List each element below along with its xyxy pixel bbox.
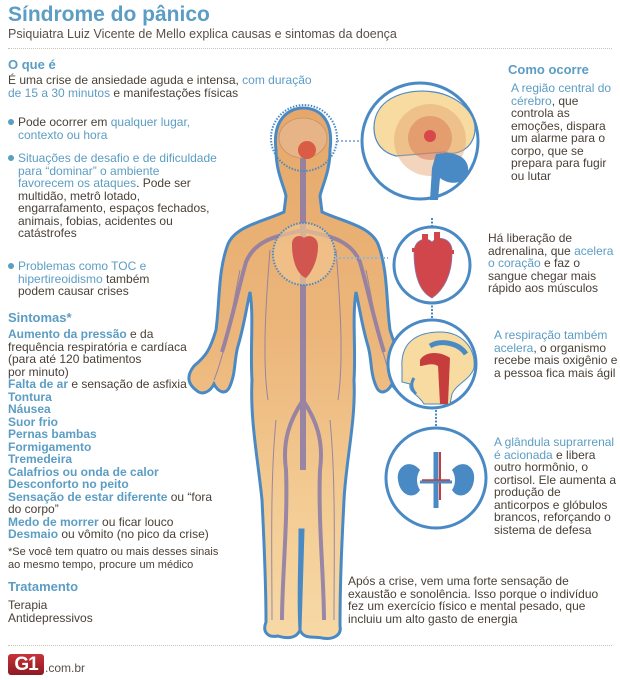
intro-highlight: com duração xyxy=(242,73,312,87)
symptom-highlight: Formigamento xyxy=(8,439,92,454)
note-line: ao mesmo tempo, procure um médico xyxy=(8,558,194,571)
step-highlight: A respiração também acelera xyxy=(494,328,608,355)
step-text: e libera outro hormônio, o cortisol. Ele… xyxy=(494,447,617,537)
intro-text: É uma crise de ansiedade aguda e intensa… xyxy=(8,73,243,87)
symptom-highlight: Calafrios ou onda de calor xyxy=(8,464,159,479)
symptom-highlight: Desconforto no peito xyxy=(8,477,129,491)
symptom-text: do corpo” xyxy=(8,502,59,516)
small-heart-icon xyxy=(292,236,318,278)
symptom-text: (para até 120 batimentos xyxy=(8,352,142,366)
symptom-item: Náusea xyxy=(8,403,223,416)
after-crisis-text: Após a crise, vem uma forte sensação de … xyxy=(348,574,599,626)
bullet-dot-icon xyxy=(8,263,14,269)
page-title: Síndrome do pânico xyxy=(8,3,210,26)
symptom-text: ou “fora xyxy=(167,489,213,504)
symptom-item: Pernas bambas xyxy=(8,428,223,441)
symptom-highlight: Suor frio xyxy=(8,414,58,429)
symptom-item: Medo de morrer ou ficar louco xyxy=(8,514,223,529)
symptom-text: ou vômito (no pico da crise) xyxy=(58,527,209,541)
step-brain-text: A região central do cérebro, que control… xyxy=(511,82,619,182)
step-text: , o organismo recebe mais oxigênio e a p… xyxy=(494,340,618,380)
header-divider xyxy=(8,48,612,49)
symptom-item: por minuto) xyxy=(8,364,223,379)
section-heading-como-ocorre: Como ocorre xyxy=(508,62,589,77)
bullet-highlight: Situações de desafio e de dificuldade pa… xyxy=(18,151,217,190)
g1-logo[interactable]: G1 .com.br xyxy=(8,654,85,675)
step-text: , que controla as emoções, dispara um al… xyxy=(511,93,607,183)
symptom-text: frequência respiratória e cardíaca xyxy=(8,339,187,354)
amygdala-dot-icon xyxy=(298,141,316,159)
treatment-item: Terapia xyxy=(8,598,48,612)
g1-logo-icon: G1 xyxy=(8,654,44,675)
bullet-item: Pode ocorrer em qualquer lugar, contexto… xyxy=(8,116,223,141)
section-heading-o-que-e: O que é xyxy=(8,57,56,72)
symptom-highlight: Tontura xyxy=(8,389,52,404)
symptom-item: Suor frio xyxy=(8,414,223,429)
bullet-text: também podem causar crises xyxy=(18,271,150,298)
symptom-highlight: Sensação de estar diferente xyxy=(8,489,168,504)
step-highlight: A região central do cérebro xyxy=(511,81,612,108)
note-line: *Se você tem quatro ou mais desses sinai… xyxy=(8,546,219,558)
symptom-highlight: Aumento da pressão xyxy=(8,327,127,341)
bullet-text: . Pode ser multidão, metrô lotado, engar… xyxy=(18,176,210,240)
symptom-item: Tontura xyxy=(8,389,223,404)
symptom-item: Aumento da pressão e da xyxy=(8,328,223,341)
logo-domain: .com.br xyxy=(45,661,86,675)
bullet-text: Pode ocorrer em xyxy=(18,115,111,129)
bullet-dot-icon xyxy=(8,155,14,161)
bullet-item: Situações de desafio e de dificuldade pa… xyxy=(8,152,218,240)
bullet-dot-icon xyxy=(8,119,14,125)
symptom-item: do corpo” xyxy=(8,503,223,516)
kidneys-detail-icon xyxy=(384,426,488,530)
symptom-text: e da xyxy=(126,327,154,341)
symptom-item: Formigamento xyxy=(8,439,223,454)
symptom-text: por minuto) xyxy=(8,364,69,379)
step-heart-text: Há liberação de adrenalina, que acelera … xyxy=(488,232,618,295)
symptom-highlight: Pernas bambas xyxy=(8,427,97,441)
footer-divider xyxy=(8,645,612,646)
respiratory-detail-icon xyxy=(386,318,478,410)
symptom-text: ou ficar louco xyxy=(98,514,174,529)
symptom-item: Tremedeira xyxy=(8,453,223,466)
o-que-e-intro: É uma crise de ansiedade aguda e intensa… xyxy=(8,74,328,99)
brain-detail-icon xyxy=(360,81,480,201)
head-highlight-ring xyxy=(270,104,338,172)
heart-detail-icon xyxy=(392,225,472,305)
symptom-highlight: Tremedeira xyxy=(8,452,73,466)
bullet-highlight: qualquer lugar, contexto ou hora xyxy=(18,115,191,142)
symptom-highlight: Náusea xyxy=(8,402,51,416)
symptom-item: (para até 120 batimentos xyxy=(8,353,223,366)
step-respiratory-text: A respiração também acelera, o organismo… xyxy=(494,329,618,379)
intro-duration: de 15 a 30 minutos xyxy=(8,85,111,100)
symptom-item: Desmaio ou vômito (no pico da crise) xyxy=(8,528,223,541)
bullet-item: Problemas como TOC e hipertireoidismo ta… xyxy=(8,260,188,298)
page-subtitle: Psiquiatra Luiz Vicente de Mello explica… xyxy=(8,27,397,41)
section-heading-tratamento: Tratamento xyxy=(8,579,79,594)
step-highlight: acelera o coração xyxy=(488,243,614,270)
symptom-item: Desconforto no peito xyxy=(8,478,223,491)
symptom-item: Calafrios ou onda de calor xyxy=(8,464,223,479)
symptom-item: Falta de ar e sensação de asfixia xyxy=(8,378,223,391)
intro-text-2: e manifestações físicas xyxy=(110,85,239,100)
symptom-item: Sensação de estar diferente ou “fora xyxy=(8,489,223,504)
bullet-highlight: Problemas como TOC e hipertireoidismo xyxy=(18,259,147,286)
symptom-highlight: Medo de morrer xyxy=(8,514,99,529)
symptom-text: e sensação de asfixia xyxy=(68,377,187,391)
step-text: e faz o sangue chegar mais rápido aos mú… xyxy=(488,256,599,295)
symptom-note: *Se você tem quatro ou mais desses sinai… xyxy=(8,546,228,571)
step-text: Há liberação de adrenalina, que xyxy=(488,231,575,258)
step-highlight: A glândula suprarrenal é acionada xyxy=(494,435,615,462)
symptom-item: frequência respiratória e cardíaca xyxy=(8,339,223,354)
step-kidneys-text: A glândula suprarrenal é acionada e libe… xyxy=(494,436,618,536)
section-heading-sintomas: Sintomas* xyxy=(8,310,72,325)
symptom-highlight: Desmaio xyxy=(8,527,59,541)
treatment-item: Antidepressivos xyxy=(8,610,93,625)
symptom-highlight: Falta de ar xyxy=(8,377,69,391)
treatment-list: Terapia Antidepressivos xyxy=(8,599,93,624)
